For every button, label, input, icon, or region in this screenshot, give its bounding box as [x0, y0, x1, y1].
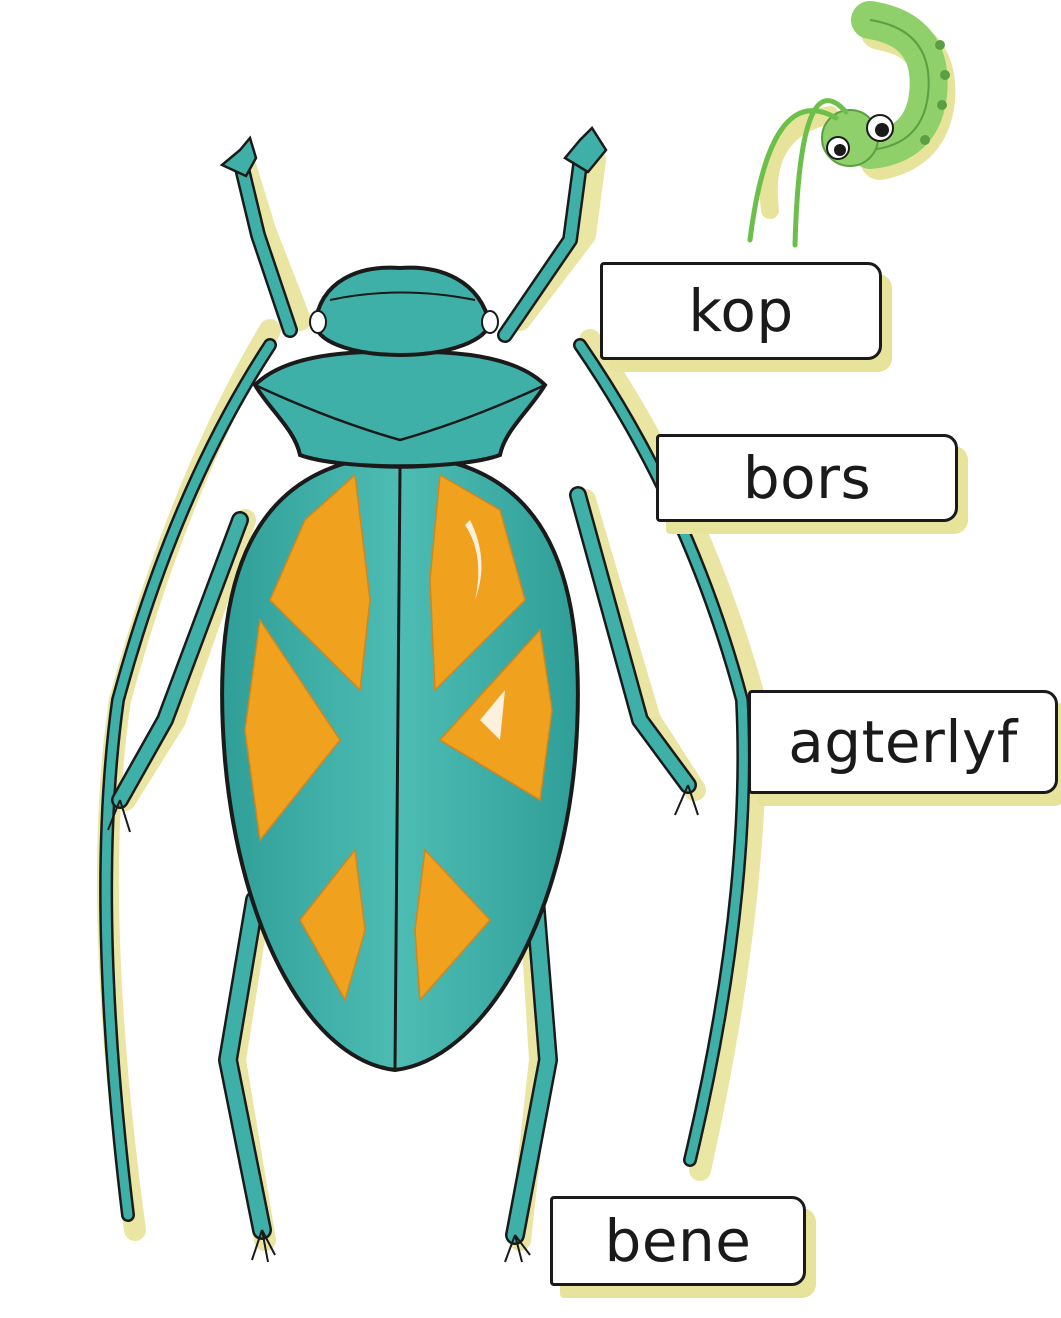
label-thorax-text: bors — [743, 449, 871, 507]
caterpillar-icon — [750, 20, 950, 245]
label-thorax: bors — [656, 434, 958, 522]
label-head: kop — [600, 262, 882, 360]
label-abdomen: agterlyf — [748, 690, 1058, 794]
label-abdomen-text: agterlyf — [788, 713, 1018, 771]
label-legs-text: bene — [605, 1212, 752, 1270]
label-legs: bene — [550, 1196, 806, 1286]
label-head-text: kop — [688, 282, 793, 340]
